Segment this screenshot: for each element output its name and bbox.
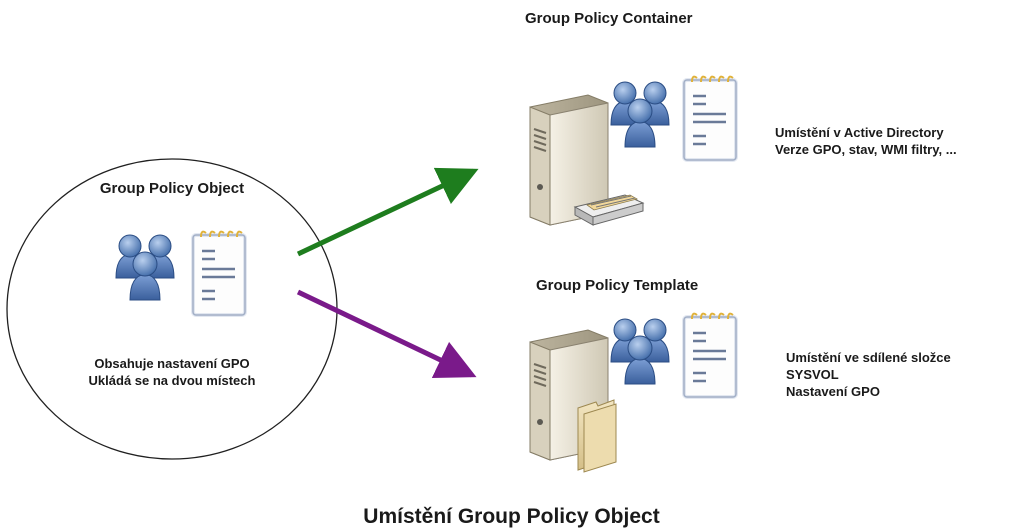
gpo-title: Group Policy Object (99, 180, 245, 197)
folder-icon (577, 399, 617, 473)
gpo-users-icon (115, 234, 175, 301)
gpo-document-icon (191, 229, 247, 317)
gpo-description-line-2: Ukládá se na dvou místech (88, 373, 256, 388)
gpt-title: Group Policy Template (536, 277, 699, 294)
gpo-ellipse (6, 158, 338, 460)
gpt-users-icon (610, 318, 670, 385)
diagram-caption: Umístění Group Policy Object (363, 505, 660, 528)
gpt-description-line-1: Umístění ve sdílené složce (786, 350, 951, 365)
directory-drawer-icon (573, 194, 645, 226)
gpt-document-icon (682, 311, 738, 399)
gpc-description-line-1: Umístění v Active Directory (775, 125, 944, 140)
gpc-description-line-2: Verze GPO, stav, WMI filtry, ... (775, 142, 957, 157)
gpo-description-line-1: Obsahuje nastavení GPO (94, 356, 250, 371)
gpt-description-line-3: Nastavení GPO (786, 384, 880, 399)
arrow-to-template (296, 289, 477, 378)
arrow-to-container (296, 167, 479, 257)
gpt-description-line-2: SYSVOL (786, 367, 839, 382)
gpc-users-icon (610, 81, 670, 148)
gpc-title: Group Policy Container (525, 10, 693, 27)
gpc-document-icon (682, 74, 738, 162)
